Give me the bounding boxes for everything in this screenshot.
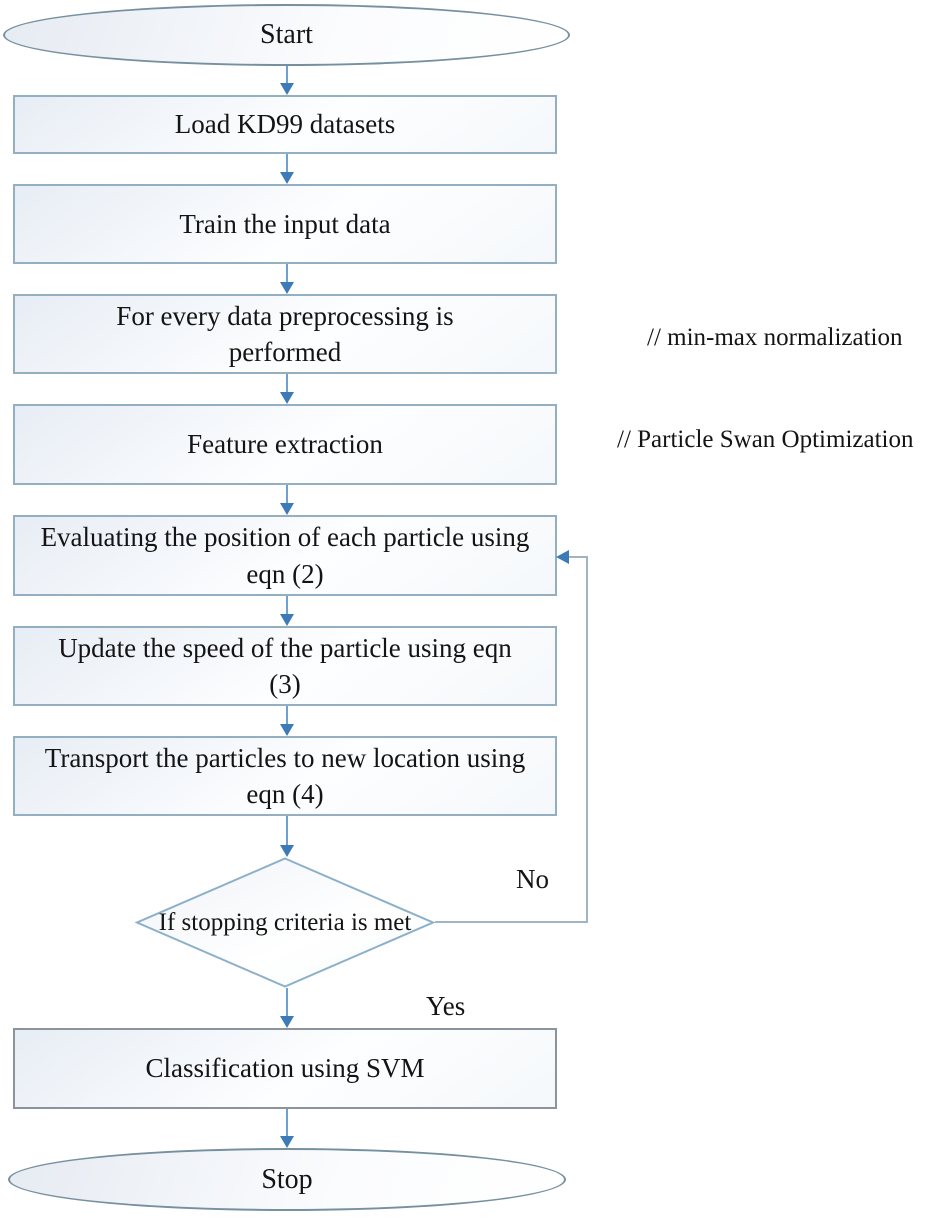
arrow-update-transport <box>286 706 288 725</box>
annotation-particle-swan-optimization: // Particle Swan Optimization <box>617 426 914 453</box>
arrow-classify-stop <box>286 1109 288 1137</box>
loop-no-top-segment <box>568 556 588 558</box>
arrowhead-load-train <box>280 172 294 184</box>
arrow-preprocess-feature <box>286 374 288 393</box>
decision-diamond-outline <box>135 857 435 988</box>
arrow-load-train <box>286 154 288 173</box>
annotation-min-max-normalization: // min-max normalization <box>647 324 903 351</box>
loop-no-bottom-segment <box>435 921 588 923</box>
node-update-speed: Update the speed of the particle using e… <box>13 626 557 706</box>
arrow-start-load <box>286 66 288 84</box>
arrowhead-classify-stop <box>280 1136 294 1148</box>
arrowhead-update-transport <box>280 724 294 736</box>
arrow-decision-classify <box>286 988 288 1017</box>
node-train-data: Train the input data <box>13 184 557 264</box>
node-stop-label: Stop <box>261 1163 313 1195</box>
node-preprocess-label: For every data preprocessing is performe… <box>116 300 454 367</box>
node-classification-svm: Classification using SVM <box>13 1028 557 1109</box>
node-decision-shape <box>135 857 435 988</box>
node-evaluate-position: Evaluating the position of each particle… <box>13 515 557 596</box>
arrowhead-feature-evaluate <box>280 503 294 515</box>
node-load-datasets: Load KD99 datasets <box>13 95 557 154</box>
node-start: Start <box>3 4 570 66</box>
arrowhead-train-preprocess <box>280 282 294 294</box>
arrowhead-transport-decision <box>280 845 294 857</box>
node-classification-svm-label: Classification using SVM <box>145 1053 425 1084</box>
arrowhead-no-loop <box>556 550 569 564</box>
node-preprocess: For every data preprocessing is performe… <box>13 294 557 374</box>
node-feature-extraction-label: Feature extraction <box>187 429 383 460</box>
node-evaluate-position-label: Evaluating the position of each particle… <box>40 522 530 589</box>
node-transport-particles-label: Transport the particles to new location … <box>44 742 526 809</box>
arrow-train-preprocess <box>286 264 288 283</box>
arrow-transport-decision <box>286 816 288 846</box>
node-train-data-label: Train the input data <box>179 208 391 239</box>
arrow-feature-evaluate <box>286 485 288 504</box>
edge-label-no: No <box>516 864 549 894</box>
node-update-speed-label: Update the speed of the particle using e… <box>58 632 512 699</box>
node-load-datasets-label: Load KD99 datasets <box>174 109 396 140</box>
loop-no-vertical-segment <box>586 556 588 923</box>
arrowhead-decision-classify <box>280 1016 294 1028</box>
arrowhead-evaluate-update <box>280 614 294 626</box>
node-transport-particles: Transport the particles to new location … <box>13 736 557 816</box>
node-decision-label: If stopping criteria is met <box>158 908 412 936</box>
node-stop: Stop <box>8 1148 566 1211</box>
node-start-label: Start <box>260 19 313 50</box>
node-feature-extraction: Feature extraction <box>13 404 557 485</box>
arrowhead-start-load <box>280 83 294 95</box>
edge-label-yes: Yes <box>426 991 466 1021</box>
arrowhead-preprocess-feature <box>280 392 294 404</box>
arrow-evaluate-update <box>286 596 288 615</box>
